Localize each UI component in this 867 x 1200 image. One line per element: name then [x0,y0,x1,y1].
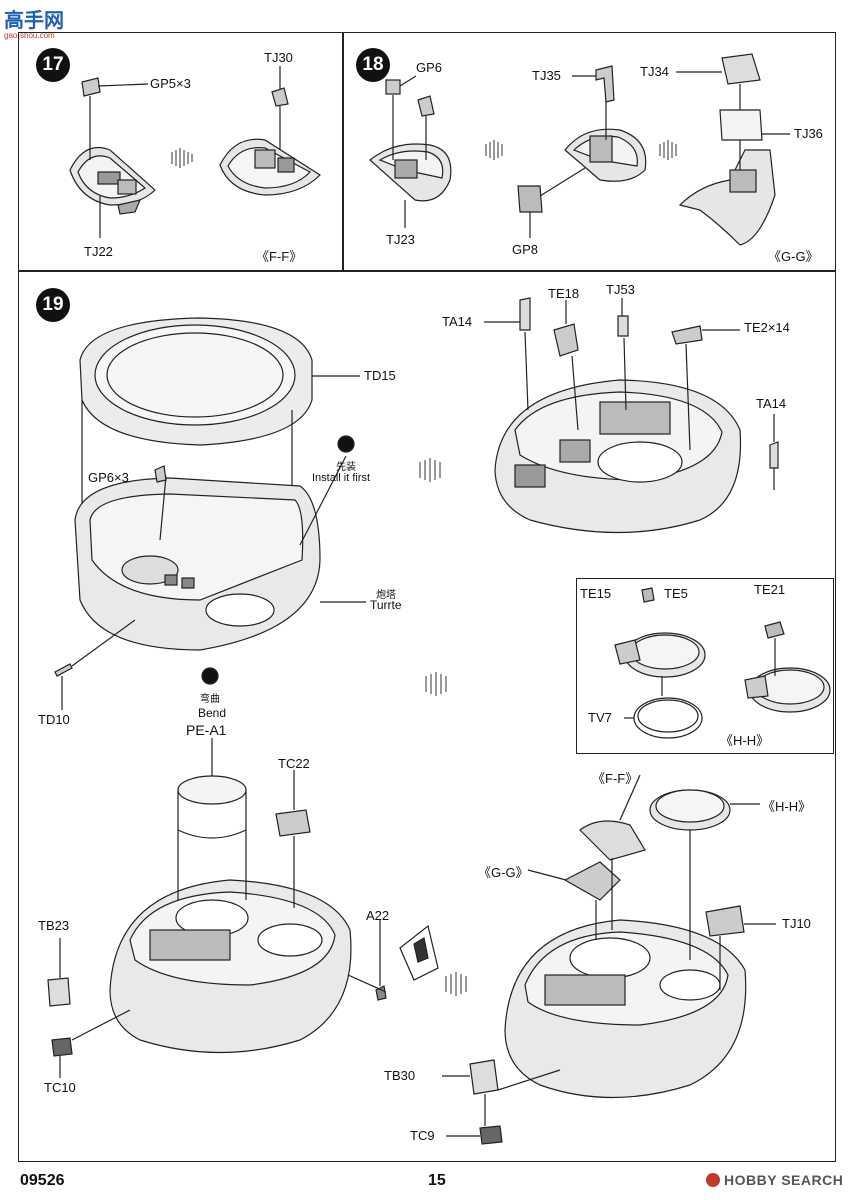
step-19-panel [18,270,836,1162]
label-tc22: TC22 [278,756,310,771]
step18-part-right [678,53,776,246]
step19-arrow-bottom [445,972,467,996]
label-ta14-right: TA14 [756,396,787,411]
label-bend-en: Bend [198,706,227,720]
watermark-text: HOBBY SEARCH [724,1172,844,1188]
step17-part-right [219,87,321,196]
label-gp6x3: GP6×3 [88,470,129,485]
label-tj22: TJ22 [84,244,113,259]
td15-turret-top [79,317,313,446]
site-url: gao-shou.com [4,31,55,40]
label-ff: 《F-F》 [256,249,303,264]
site-logo: 高手网 gao-shou.com [4,4,64,40]
turret-hull [74,465,321,651]
hobby-search-logo-icon [706,1173,720,1187]
hobby-search-watermark: HOBBY SEARCH [706,1172,843,1188]
step-18-panel [342,32,836,272]
step-17-panel [18,32,344,272]
label-turret-en: Turrte [370,598,402,612]
label-hh-box: 《H-H》 [720,733,770,748]
label-td10: TD10 [38,712,70,727]
label-tj23: TJ23 [386,232,415,247]
label-tj53: TJ53 [606,282,635,297]
label-tj34: TJ34 [640,64,669,79]
step-number-18: 18 [356,48,390,82]
label-tb30: TB30 [384,1068,416,1083]
label-gg-bottom: 《G-G》 [478,865,529,880]
label-a22: A22 [366,908,390,923]
bend-icon [201,667,219,685]
label-tc10: TC10 [44,1080,76,1095]
label-te15: TE15 [580,586,612,601]
label-pe-a1: PE-A1 [186,722,227,738]
site-logo-text: 高手网 [4,8,64,32]
td10-pin [54,663,73,677]
turret-bottom-right [469,789,747,1145]
step18-arrows [485,140,677,160]
label-bend-cn: 弯曲 [200,694,220,705]
label-gp8: GP8 [512,242,539,257]
step19-arrow-mid [425,672,447,696]
label-gp6: GP6 [416,60,443,75]
label-tj35: TJ35 [532,68,561,83]
label-tb23: TB23 [38,918,70,933]
label-install-first-cn: 先装 [336,462,356,473]
label-install-first-en: Install it first [312,472,371,484]
step17-part-left [69,77,156,215]
step-number-17: 17 [36,48,70,82]
label-tj10: TJ10 [782,916,811,931]
label-te2: TE2×14 [744,320,790,335]
kit-number: 09526 [20,1172,65,1189]
label-te18: TE18 [548,286,580,301]
hh-hatch-left [614,587,706,739]
turret-assembled-top [494,297,779,534]
step17-arrow [171,148,193,168]
label-gp5: GP5×3 [150,76,191,91]
label-te5: TE5 [664,586,688,601]
label-td15: TD15 [364,368,396,383]
step18-part-left [369,79,452,202]
label-tj30: TJ30 [264,50,293,65]
label-tv7: TV7 [588,710,612,725]
label-te21: TE21 [754,582,786,597]
label-tj36: TJ36 [794,126,823,141]
hh-hatch-right [744,621,831,713]
label-hh-bottom: 《H-H》 [762,799,812,814]
label-tc9: TC9 [410,1128,435,1143]
label-ff-bottom: 《F-F》 [592,771,639,786]
page-number: 15 [428,1172,446,1189]
label-gg: 《G-G》 [768,249,819,264]
step-number-19: 19 [36,288,70,322]
hh-detail-box [576,578,834,754]
step18-part-middle [517,65,647,213]
install-first-icon [337,435,355,453]
label-turret-cn: 炮塔 [376,590,396,601]
turret-bottom-left [47,775,439,1057]
step19-arrow-top [419,458,441,482]
label-ta14-left: TA14 [442,314,473,329]
